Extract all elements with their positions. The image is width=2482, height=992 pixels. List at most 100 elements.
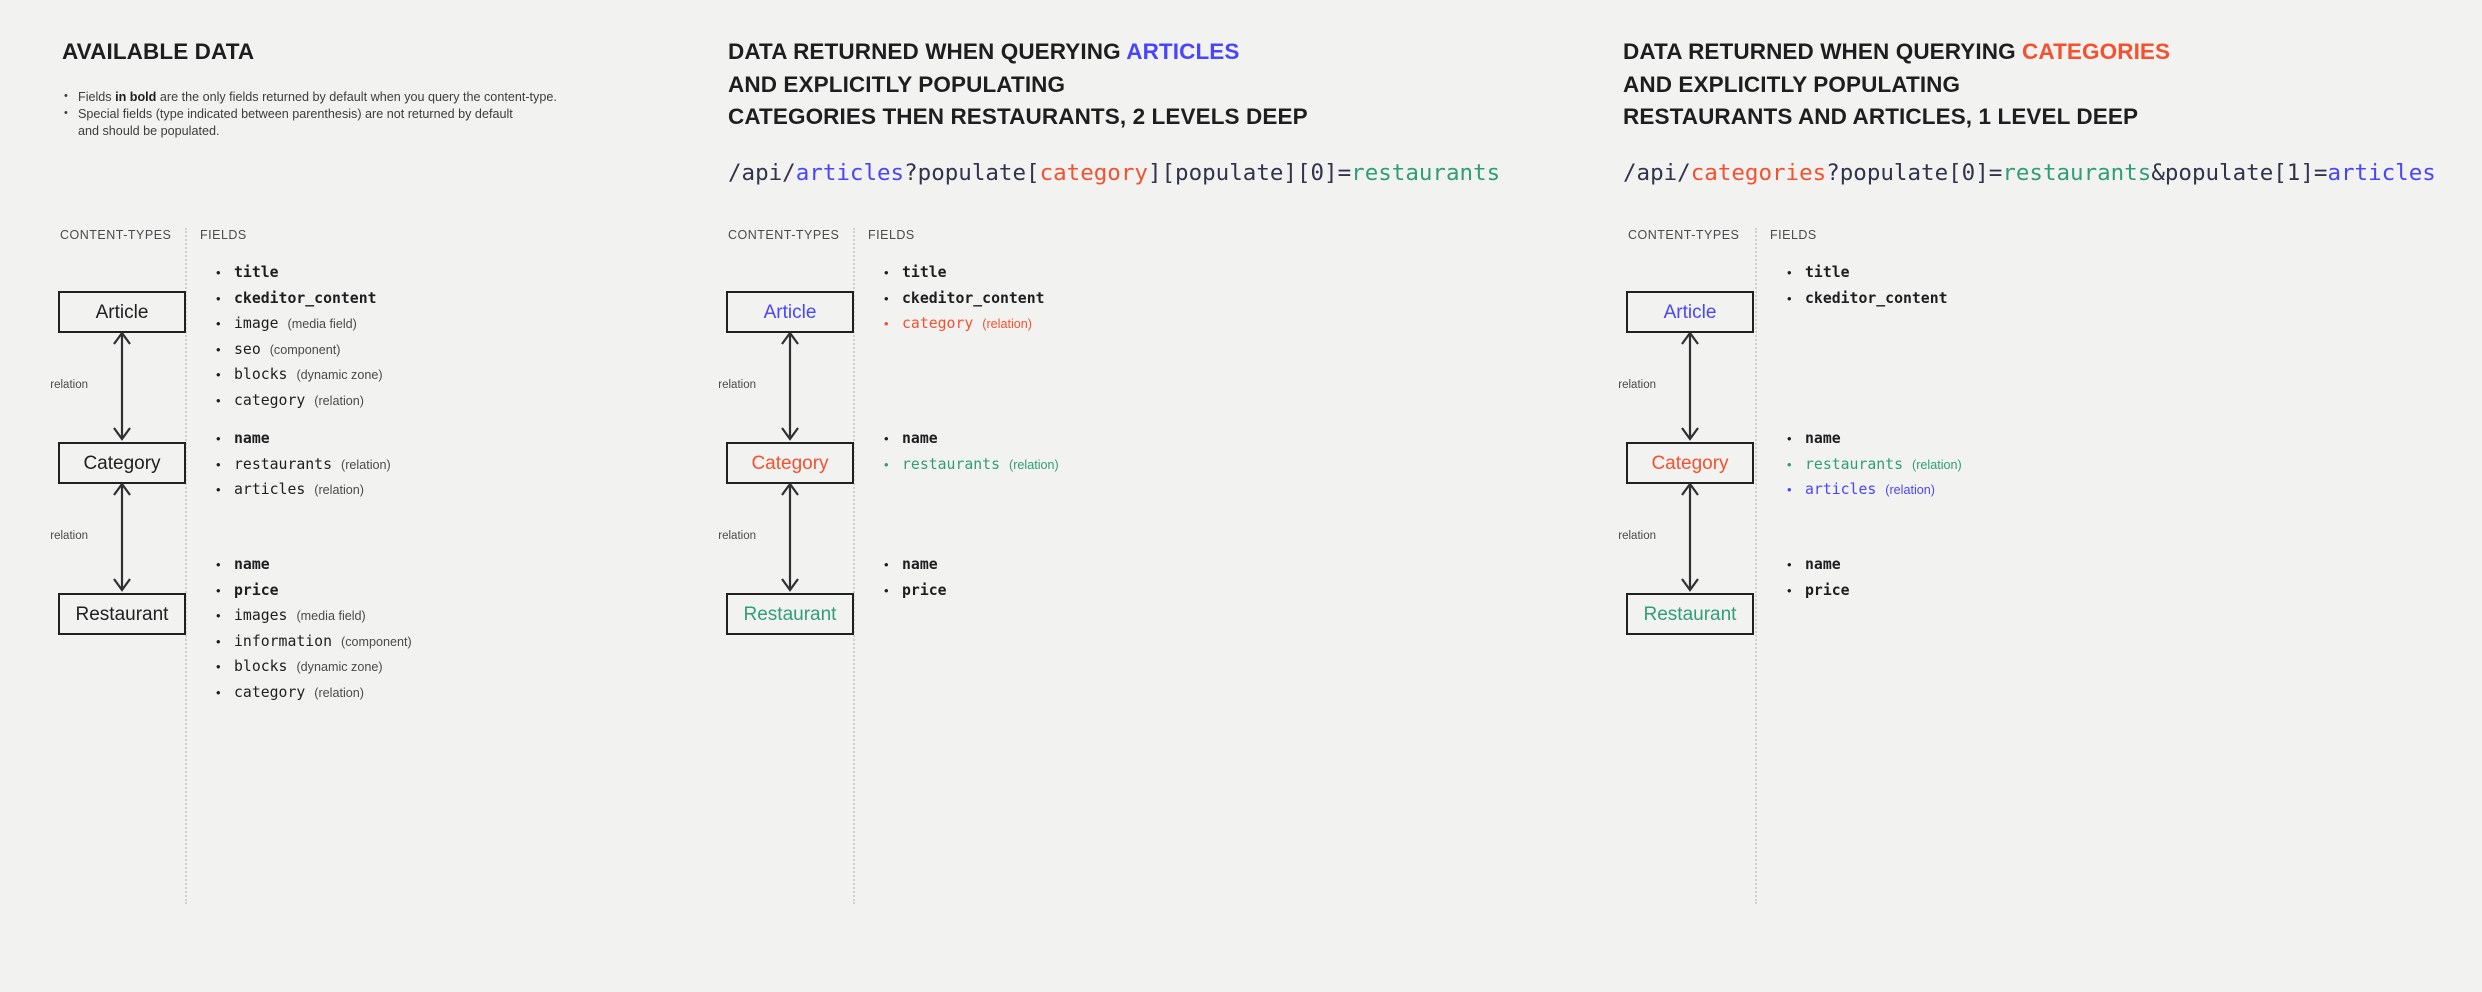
field-name: name <box>1805 430 1841 447</box>
bullet-icon: • <box>884 557 889 572</box>
column-header-available-data: AVAILABLE DATAFields in bold are the onl… <box>62 36 922 140</box>
field-group-category: •name•restaurants(relation) <box>880 426 1400 477</box>
endpoint-segment: category <box>1039 159 1148 186</box>
field-row: • category (relation) <box>880 311 1400 337</box>
field-row: •blocks(dynamic zone) <box>212 362 732 388</box>
field-list: •name•restaurants(relation)•articles(rel… <box>212 426 732 503</box>
column-available-data: AVAILABLE DATAFields in bold are the onl… <box>0 0 700 992</box>
column-title-line: RESTAURANTS AND ARTICLES, 1 LEVEL DEEP <box>1623 101 2482 134</box>
field-type: (component) <box>269 342 341 357</box>
note-emphasis: in bold <box>115 89 157 104</box>
field-row: •price <box>1783 578 2303 604</box>
field-row: •name <box>880 426 1400 452</box>
field-name: title <box>902 264 947 281</box>
relation-arrow <box>92 330 152 442</box>
field-name: name <box>902 556 938 573</box>
endpoint-segment: restaurants <box>2002 159 2152 186</box>
field-name: name <box>902 430 938 447</box>
relation-arrow <box>760 481 820 593</box>
field-type: (media field) <box>287 317 357 331</box>
bullet-icon: • <box>216 582 221 598</box>
field-name: articles <box>234 481 306 498</box>
bullet-icon: • <box>216 290 221 306</box>
bullet-icon: • <box>216 557 221 572</box>
fields-label: FIELDS <box>200 228 247 242</box>
field-row: • image (media field) <box>212 311 732 337</box>
bullet-icon: • <box>1787 265 1792 280</box>
relation-label: relation <box>1618 379 1656 391</box>
bullet-icon: • <box>884 316 889 331</box>
field-name: image <box>234 315 279 332</box>
bullet-icon: • <box>1787 456 1792 472</box>
relation-label: relation <box>50 530 88 542</box>
content-type-box-category[interactable]: Category <box>726 442 854 484</box>
content-type-box-article[interactable]: Article <box>58 291 186 333</box>
content-type-box-restaurant[interactable]: Restaurant <box>726 593 854 635</box>
field-name: title <box>234 264 279 281</box>
field-list: •name•price <box>1783 552 2303 603</box>
bullet-icon: • <box>216 633 221 649</box>
bullet-icon: • <box>216 367 221 382</box>
relation-arrow <box>760 330 820 442</box>
field-type: (dynamic zone) <box>296 368 383 382</box>
field-type: (dynamic zone) <box>296 660 383 674</box>
field-row: •title <box>1783 260 2303 286</box>
field-type: (relation) <box>1885 483 1935 497</box>
field-type: (media field) <box>296 609 366 623</box>
field-name: name <box>234 556 270 573</box>
field-row: • name <box>880 552 1400 578</box>
panel-dotted-divider <box>185 228 187 904</box>
field-row: •name <box>1783 426 2303 452</box>
field-row: •title <box>212 260 732 286</box>
relation-arrow <box>92 481 152 593</box>
endpoint-segment: restaurants <box>1351 159 1501 186</box>
column-title-line: AVAILABLE DATA <box>62 36 922 69</box>
content-type-box-article[interactable]: Article <box>1626 291 1754 333</box>
field-name: restaurants <box>234 455 332 473</box>
content-types-label: CONTENT-TYPES <box>728 228 840 242</box>
field-name: category <box>902 315 974 332</box>
column-title-line: DATA RETURNED WHEN QUERYING ARTICLES <box>728 36 1588 69</box>
title-segment: DATA RETURNED WHEN QUERYING <box>728 39 1127 64</box>
field-name: ckeditor_content <box>234 289 377 307</box>
field-type: (relation) <box>314 393 364 408</box>
bullet-icon: • <box>216 456 221 472</box>
field-type: (relation) <box>1009 457 1059 472</box>
field-list: •title•ckeditor_content•image(media fiel… <box>212 260 732 413</box>
field-name: category <box>234 683 306 701</box>
content-type-box-category[interactable]: Category <box>58 442 186 484</box>
content-type-box-category[interactable]: Category <box>1626 442 1754 484</box>
field-row: •articles(relation) <box>1783 477 2303 503</box>
title-segment: DATA RETURNED WHEN QUERYING <box>1623 39 2023 64</box>
field-name: seo <box>234 340 261 358</box>
field-name: ckeditor_content <box>902 289 1045 307</box>
field-type: (relation) <box>341 457 391 472</box>
field-row: •title <box>880 260 1400 286</box>
fields-label: FIELDS <box>1770 228 1817 242</box>
column-title-line: AND EXPLICITLY POPULATING <box>728 69 1588 102</box>
field-row: •price <box>880 578 1400 604</box>
field-row: •price <box>212 578 732 604</box>
content-type-box-restaurant[interactable]: Restaurant <box>1626 593 1754 635</box>
relation-label: relation <box>1618 530 1656 542</box>
column-title-line: DATA RETURNED WHEN QUERYING CATEGORIES <box>1623 36 2482 69</box>
bullet-icon: • <box>884 456 889 472</box>
bullet-icon: • <box>884 582 889 598</box>
title-segment: CATEGORIES <box>2022 39 2171 64</box>
column-title-line: AND EXPLICITLY POPULATING <box>1623 69 2482 102</box>
title-segment: AND EXPLICITLY POPULATING <box>728 71 1066 97</box>
field-row: •restaurants(relation) <box>1783 452 2303 478</box>
bullet-icon: • <box>1787 290 1792 306</box>
content-type-box-article[interactable]: Article <box>726 291 854 333</box>
bullet-icon: • <box>216 316 221 331</box>
field-type: (relation) <box>982 317 1032 331</box>
panel-dotted-divider <box>1755 228 1757 904</box>
content-type-box-restaurant[interactable]: Restaurant <box>58 593 186 635</box>
field-name: articles <box>1805 481 1877 498</box>
bullet-icon: • <box>1787 557 1792 572</box>
